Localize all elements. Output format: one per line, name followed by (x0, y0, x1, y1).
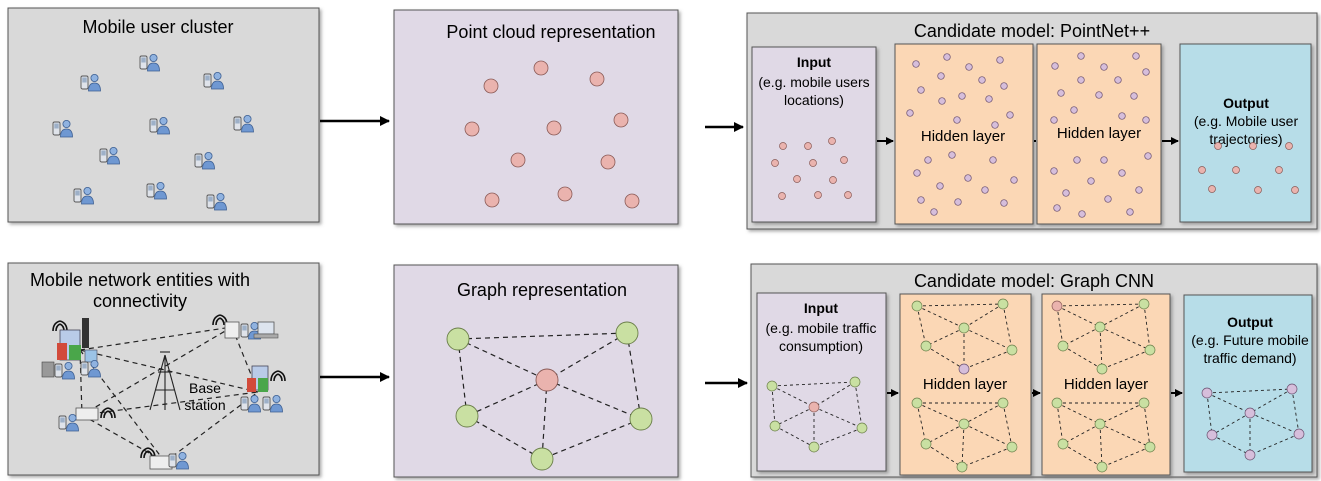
cluster-title: Mobile user cluster (82, 17, 233, 37)
base-station-label-2: station (184, 397, 225, 413)
pointnet-model-title: Candidate model: PointNet++ (914, 21, 1150, 41)
gcnn-output-edges (1206, 388, 1300, 456)
graph-cnn-model-panel: Candidate model: Graph CNN Input (e.g. m… (750, 263, 1318, 478)
gcnn-input-desc-1: (e.g. mobile traffic (765, 320, 876, 336)
entities-title-line2: connectivity (93, 291, 187, 311)
graph-edges (457, 332, 642, 460)
gcnn-hidden1-nodes (911, 298, 1018, 473)
pointnet-hidden2-points (1050, 52, 1152, 218)
pointnet-model-panel: Candidate model: PointNet++ Input (e.g. … (746, 12, 1318, 230)
gcnn-hidden2-edges (1056, 303, 1151, 468)
router-icon (240, 365, 286, 413)
router-icon (41, 318, 101, 380)
gcnn-hidden-layer-2: Hidden layer (1041, 293, 1171, 476)
entities-title-line1: Mobile network entities with (30, 270, 250, 290)
pointnet-input-heading: Input (797, 54, 832, 70)
connectivity-links (79, 326, 259, 463)
gcnn-output-heading: Output (1227, 314, 1273, 330)
gcnn-hidden2-nodes (1051, 298, 1156, 473)
pointnet-input-desc-1: (e.g. mobile users (758, 74, 869, 90)
pointnet-hidden-layer-2: Hidden layer (1036, 43, 1162, 225)
pointnet-input-box: Input (e.g. mobile users locations) (751, 46, 877, 223)
graph-nodes (446, 321, 653, 471)
cell-tower-icon (149, 351, 181, 411)
router-icon (140, 447, 189, 470)
laptop-icon (212, 314, 279, 340)
gcnn-model-title: Candidate model: Graph CNN (914, 271, 1154, 291)
pointnet-output-heading: Output (1223, 95, 1269, 111)
pointnet-hidden-label-2: Hidden layer (1057, 125, 1141, 142)
point-cloud-points (464, 60, 640, 209)
pointnet-input-points (771, 137, 852, 200)
pointnet-hidden-label-1: Hidden layer (921, 128, 1005, 145)
gcnn-output-desc-2: traffic demand) (1203, 350, 1296, 366)
router-icon (58, 407, 116, 432)
gcnn-hidden-layer-1: Hidden layer (899, 293, 1032, 476)
graph-representation-panel: Graph representation (393, 264, 679, 478)
graph-title: Graph representation (457, 280, 627, 300)
gcnn-output-nodes (1201, 383, 1305, 461)
pointnet-output-box: Output (e.g. Mobile user trajectories) (1179, 43, 1312, 223)
pointnet-output-desc-2: trajectories) (1209, 131, 1282, 147)
gcnn-output-desc-1: (e.g. Future mobile (1191, 332, 1309, 348)
pointnet-hidden1-points (906, 53, 1018, 216)
pointcloud-title: Point cloud representation (446, 22, 655, 42)
gcnn-input-box: Input (e.g. mobile traffic consumption) (756, 292, 887, 472)
gcnn-hidden1-edges (916, 303, 1013, 468)
pointnet-output-desc-1: (e.g. Mobile user (1194, 113, 1299, 129)
base-station-label-1: Base (189, 380, 221, 396)
pointnet-input-desc-2: locations) (784, 92, 844, 108)
gcnn-input-nodes (766, 376, 868, 453)
point-cloud-panel: Point cloud representation (393, 9, 679, 225)
network-entities-panel: Mobile network entities with connectivit… (7, 262, 320, 476)
gcnn-hidden-label-1: Hidden layer (923, 376, 1007, 393)
gcnn-input-edges (771, 381, 863, 448)
gcnn-input-desc-2: consumption) (779, 338, 863, 354)
pointnet-output-points (1198, 142, 1299, 194)
gcnn-output-box: Output (e.g. Future mobile traffic deman… (1183, 294, 1313, 473)
mobile-user-cluster-panel: Mobile user cluster (7, 7, 320, 223)
pointnet-hidden-layer-1: Hidden layer (894, 43, 1034, 225)
gcnn-input-heading: Input (804, 300, 839, 316)
gcnn-hidden-label-2: Hidden layer (1064, 376, 1148, 393)
